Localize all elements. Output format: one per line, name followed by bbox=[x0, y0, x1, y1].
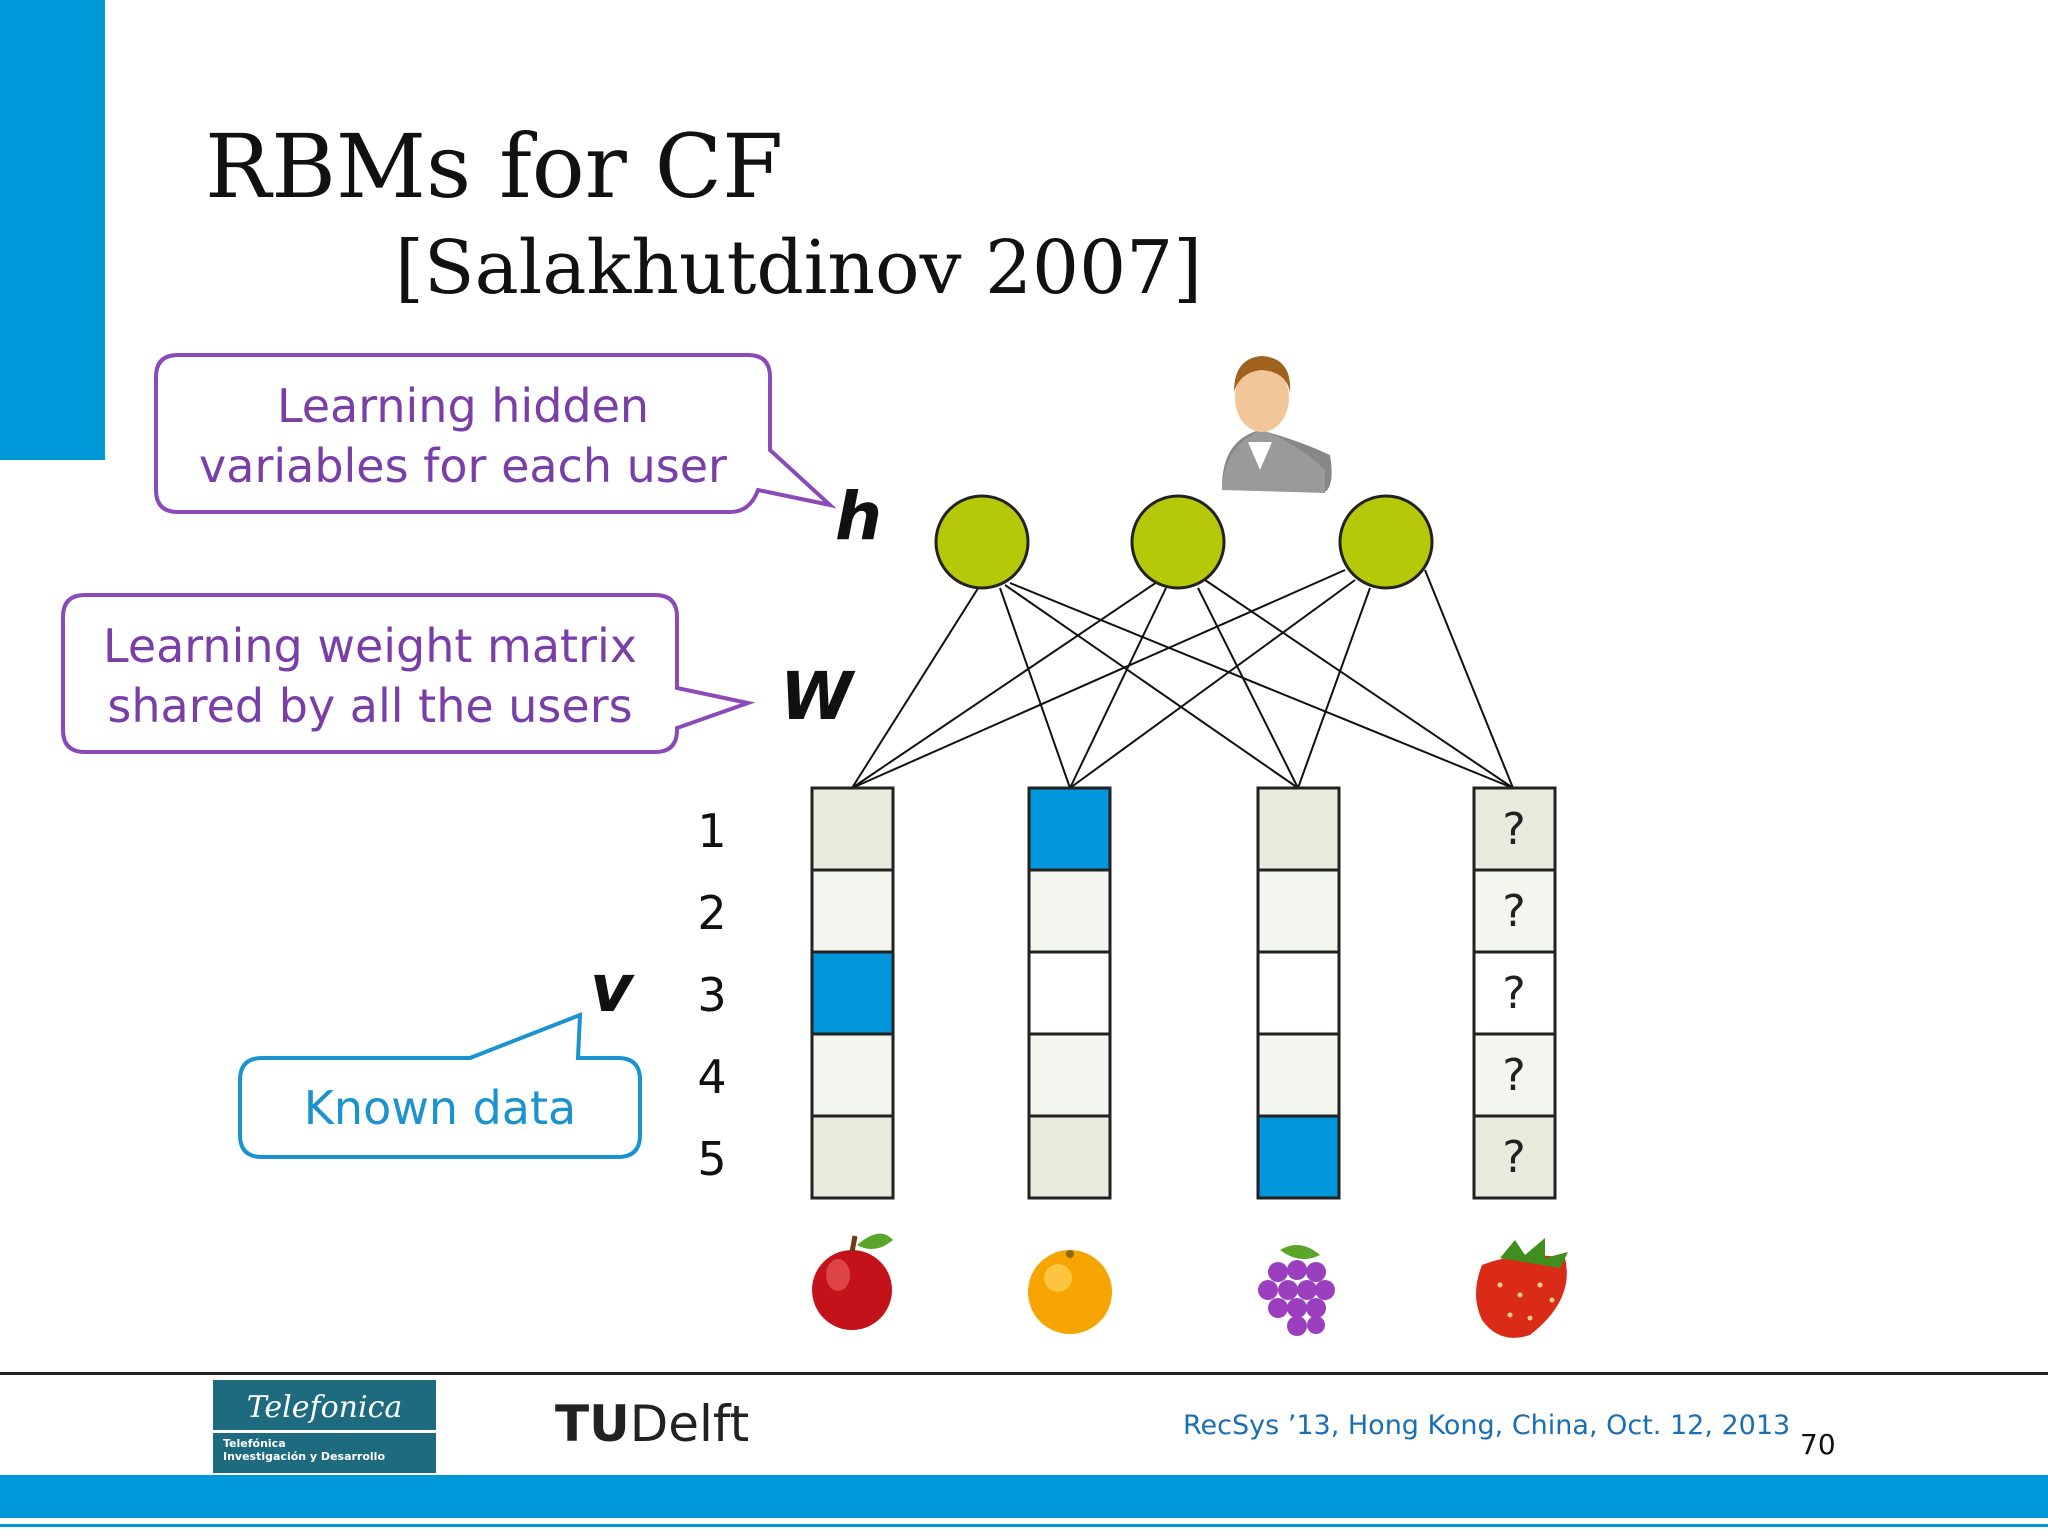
bottom-accent-line bbox=[0, 1524, 2048, 1527]
tudelft-delft: Delft bbox=[629, 1395, 750, 1453]
weight-connections bbox=[851, 569, 1514, 789]
callout-hidden-bubble bbox=[154, 353, 837, 514]
row-number-3: 3 bbox=[697, 968, 727, 1022]
unknown-mark-2: ? bbox=[1502, 886, 1526, 937]
visible-column-4 bbox=[1472, 786, 1557, 1200]
page-number: 70 bbox=[1800, 1428, 1836, 1461]
row-number-2: 2 bbox=[697, 886, 727, 940]
conference-info: RecSys ’13, Hong Kong, China, Oct. 12, 2… bbox=[1183, 1410, 1791, 1441]
tudelft-logo: TUDelft bbox=[555, 1395, 749, 1453]
user-icon bbox=[1222, 356, 1332, 493]
strawberry-icon bbox=[1476, 1238, 1568, 1338]
apple-icon bbox=[812, 1233, 893, 1330]
label-h: h bbox=[835, 478, 882, 555]
callout-weights-text: Learning weight matrix shared by all the… bbox=[63, 616, 677, 736]
unknown-mark-5: ? bbox=[1502, 1132, 1526, 1183]
slide-subtitle: [Salakhutdinov 2007] bbox=[395, 225, 1203, 311]
visible-column-2 bbox=[1027, 786, 1112, 1200]
row-number-4: 4 bbox=[697, 1050, 727, 1104]
callout-hidden-line-2: variables for each user bbox=[199, 439, 727, 493]
unknown-mark-3: ? bbox=[1502, 968, 1526, 1019]
visible-column-3 bbox=[1256, 786, 1341, 1200]
unknown-mark-1: ? bbox=[1502, 804, 1526, 855]
hidden-node-2 bbox=[1130, 494, 1226, 590]
label-w: W bbox=[780, 658, 853, 735]
telefonica-sub-2: Investigación y Desarrollo bbox=[223, 1450, 386, 1463]
left-accent-bar bbox=[0, 0, 105, 460]
orange-icon bbox=[1028, 1250, 1112, 1334]
callout-weights-bubble bbox=[61, 593, 756, 754]
callout-known-bubble bbox=[238, 1012, 642, 1159]
hidden-node-3 bbox=[1338, 494, 1434, 590]
callout-weights-line-2: shared by all the users bbox=[107, 679, 633, 733]
tudelft-tu: TU bbox=[555, 1395, 630, 1453]
telefonica-logo-separator bbox=[213, 1430, 436, 1433]
footer-divider bbox=[0, 1372, 2048, 1375]
callout-hidden-line-1: Learning hidden bbox=[276, 379, 650, 433]
telefonica-logo: Telefonica Telefónica Investigación y De… bbox=[213, 1380, 436, 1473]
callout-known-text: Known data bbox=[303, 1081, 577, 1135]
unknown-mark-4: ? bbox=[1502, 1050, 1526, 1101]
telefonica-brand: Telefonica bbox=[246, 1390, 403, 1425]
telefonica-sub-1: Telefónica bbox=[223, 1437, 286, 1450]
hidden-node-1 bbox=[934, 494, 1030, 590]
callout-weights-line-1: Learning weight matrix bbox=[103, 619, 637, 673]
grapes-icon bbox=[1258, 1245, 1335, 1336]
label-v: v bbox=[590, 950, 634, 1027]
slide-title: RBMs for CF bbox=[205, 115, 784, 218]
bottom-accent-band bbox=[0, 1475, 2048, 1518]
callout-hidden-text: Learning hidden variables for each user bbox=[156, 376, 770, 496]
row-number-1: 1 bbox=[697, 804, 727, 858]
row-number-5: 5 bbox=[697, 1132, 727, 1186]
visible-column-1 bbox=[810, 786, 895, 1200]
